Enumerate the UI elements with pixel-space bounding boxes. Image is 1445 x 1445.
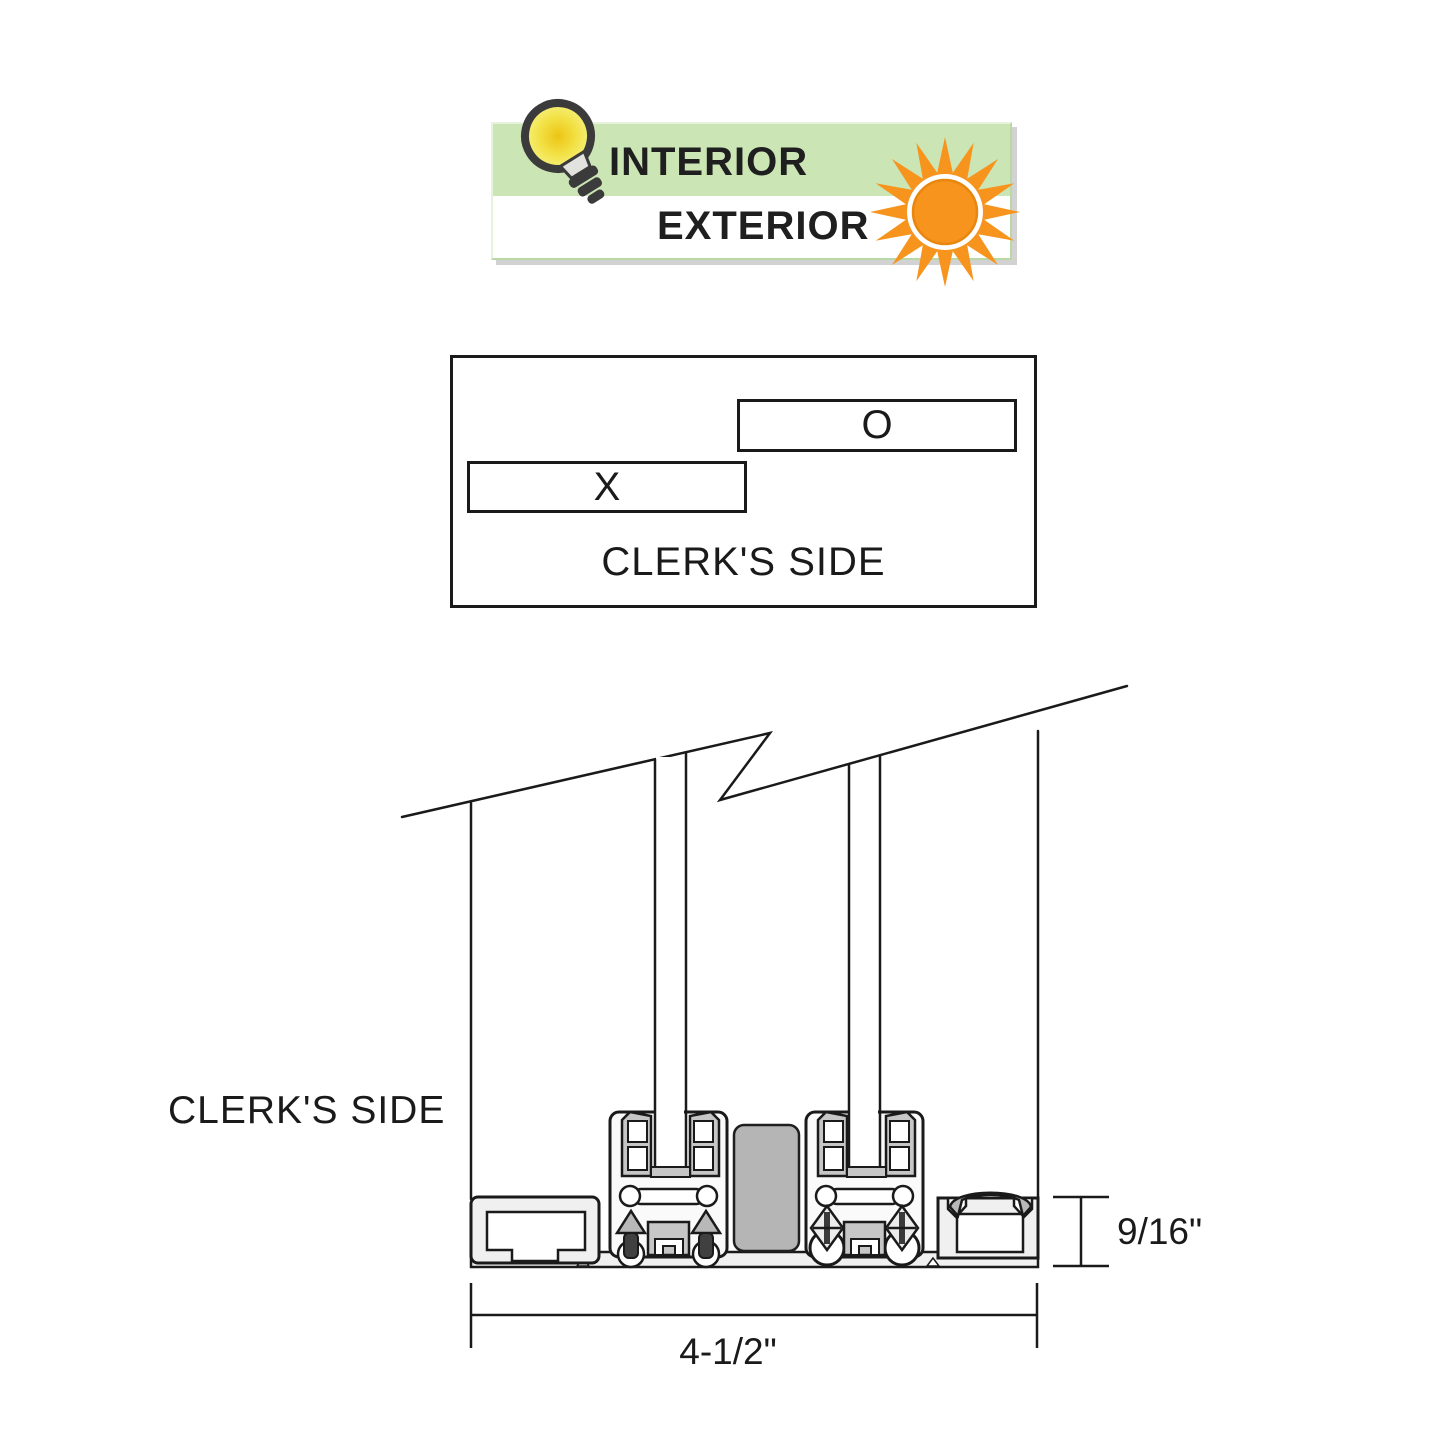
glass-panes bbox=[653, 752, 882, 1175]
o-rail-hardware bbox=[808, 1203, 921, 1267]
width-dimension: 4-1/2" bbox=[469, 1283, 1039, 1372]
xsec-clerks-side-label: CLERK'S SIDE bbox=[168, 1089, 445, 1132]
center-post-block bbox=[732, 1123, 801, 1253]
height-dimension-label: 9/16" bbox=[1117, 1211, 1202, 1252]
sill-left-leg bbox=[469, 1195, 601, 1265]
x-rail-hardware bbox=[614, 1208, 723, 1269]
fixed-panel-label: O bbox=[861, 403, 893, 447]
sliding-panel-label: X bbox=[593, 464, 621, 509]
fixed-panel-box: O bbox=[737, 399, 1017, 452]
height-dimension: 9/16" bbox=[1053, 1195, 1202, 1268]
sliding-panel-box: X bbox=[467, 461, 747, 513]
bone-cutout bbox=[618, 1184, 719, 1208]
plan-clerks-side-label: CLERK'S SIDE bbox=[601, 540, 886, 584]
exterior-track-channel bbox=[936, 1191, 1040, 1260]
interior-label: INTERIOR bbox=[609, 140, 809, 184]
lightbulb-icon bbox=[521, 99, 605, 204]
sun-icon bbox=[870, 137, 1020, 287]
track-cover-clip bbox=[948, 1191, 1033, 1219]
plan-view-diagram: O X CLERK'S SIDE bbox=[450, 355, 1037, 608]
width-dimension-label: 4-1/2" bbox=[679, 1331, 776, 1372]
roller-housing bbox=[646, 1220, 691, 1257]
glazing-vinyl bbox=[620, 1110, 721, 1178]
break-lines bbox=[400, 684, 1129, 1201]
exterior-label: EXTERIOR bbox=[657, 204, 870, 248]
